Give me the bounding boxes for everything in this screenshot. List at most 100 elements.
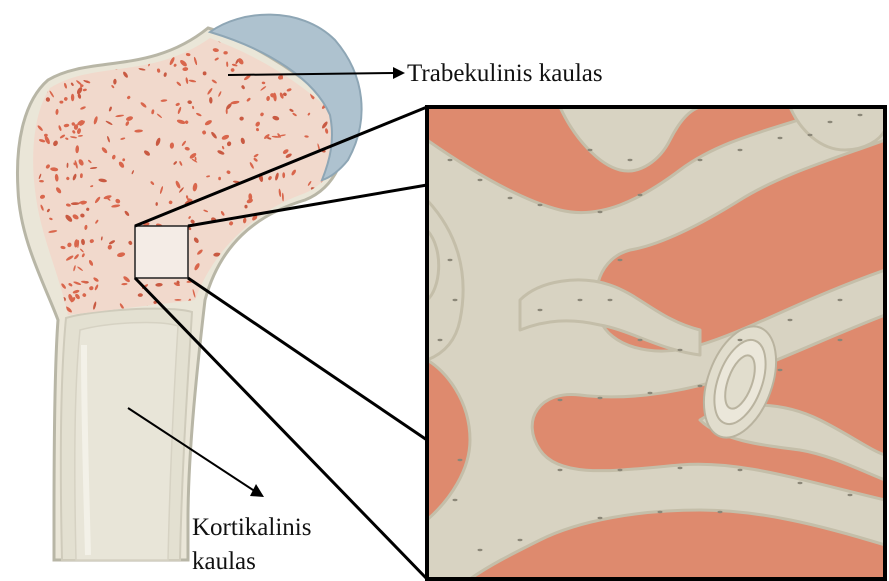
osteocyte-dot: [478, 179, 483, 181]
osteocyte-dot: [718, 511, 723, 513]
marrow-speckle: [61, 43, 68, 50]
marrow-speckle: [86, 37, 95, 45]
cortical-bone-label-line2: kaulas: [192, 549, 256, 574]
marrow-speckle: [222, 276, 231, 281]
osteocyte-dot: [438, 339, 443, 341]
osteocyte-dot: [618, 259, 623, 261]
marrow-speckle: [273, 292, 280, 299]
osteocyte-dot: [628, 159, 633, 161]
osteocyte-dot: [518, 539, 523, 541]
marrow-speckle: [250, 314, 256, 318]
marrow-speckle: [49, 54, 58, 62]
marrow-speckle: [274, 284, 276, 288]
osteocyte-dot: [598, 397, 603, 399]
marrow-speckle: [310, 262, 314, 266]
marrow-speckle: [290, 304, 295, 310]
marrow-speckle: [298, 284, 303, 292]
marrow-speckle: [276, 292, 284, 300]
marrow-speckle: [334, 299, 341, 305]
osteocyte-dot: [558, 469, 563, 471]
marrow-speckle: [303, 302, 310, 308]
marrow-speckle: [231, 301, 236, 306]
marrow-speckle: [332, 219, 338, 227]
marrow-speckle: [92, 39, 96, 42]
marrow-speckle: [242, 238, 245, 247]
osteocyte-dot: [788, 319, 793, 321]
marrow-speckle: [285, 313, 290, 318]
osteocyte-dot: [598, 517, 603, 519]
osteocyte-dot: [698, 385, 703, 387]
trabecular-arrowhead: [393, 67, 405, 79]
marrow-speckle: [274, 236, 279, 241]
osteocyte-dot: [453, 499, 458, 501]
osteocyte-dot: [458, 459, 463, 461]
marrow-speckle: [137, 46, 141, 50]
marrow-speckle: [262, 257, 269, 262]
osteocyte-dot: [448, 159, 453, 161]
marrow-speckle: [326, 259, 333, 267]
marrow-speckle: [48, 45, 54, 54]
marrow-speckle: [75, 39, 82, 48]
osteocyte-dot: [658, 511, 663, 513]
marrow-speckle: [241, 298, 245, 302]
marrow-speckle: [259, 241, 262, 246]
marrow-speckle: [83, 53, 87, 57]
marrow-speckle: [115, 41, 121, 50]
marrow-speckle: [270, 295, 275, 300]
marrow-speckle: [238, 302, 242, 306]
marrow-speckle: [174, 299, 181, 301]
marrow-speckle: [321, 290, 327, 295]
zoomed-trabecular-view: [427, 100, 885, 579]
marrow-speckle: [55, 49, 61, 56]
osteocyte-dot: [598, 211, 603, 213]
osteocyte-dot: [453, 299, 458, 301]
marrow-speckle: [65, 57, 70, 65]
marrow-speckle: [43, 58, 48, 64]
marrow-speckle: [332, 247, 341, 251]
marrow-speckle: [282, 313, 290, 319]
marrow-speckle: [264, 296, 269, 302]
osteocyte-dot: [778, 137, 783, 139]
marrow-speckle: [319, 309, 323, 315]
osteocyte-dot: [738, 149, 743, 151]
marrow-speckle: [309, 229, 315, 238]
marrow-speckle: [328, 288, 332, 293]
inset-box: [135, 226, 188, 278]
marrow-speckle: [119, 39, 123, 42]
marrow-speckle: [324, 268, 329, 273]
marrow-speckle: [63, 58, 67, 61]
osteocyte-dot: [738, 339, 743, 341]
osteocyte-dot: [508, 197, 513, 199]
marrow-speckle: [280, 253, 285, 256]
marrow-speckle: [203, 71, 207, 75]
marrow-speckle: [284, 252, 288, 258]
marrow-speckle: [273, 213, 282, 220]
marrow-speckle: [38, 311, 44, 317]
osteocyte-dot: [638, 194, 643, 196]
marrow-speckle: [87, 44, 95, 53]
cortical-bone-label-line1: Kortikalinis: [192, 515, 311, 540]
marrow-speckle: [271, 232, 276, 237]
osteocyte-dot: [448, 259, 453, 261]
marrow-speckle: [68, 56, 76, 60]
osteocyte-dot: [678, 467, 683, 469]
marrow-speckle: [235, 281, 241, 287]
marrow-speckle: [315, 219, 320, 227]
osteocyte-dot: [608, 299, 613, 301]
marrow-speckle: [304, 244, 310, 249]
osteocyte-dot: [578, 299, 583, 301]
marrow-speckle: [328, 277, 333, 282]
osteocyte-dot: [838, 299, 843, 301]
osteocyte-dot: [588, 149, 593, 151]
marrow-speckle: [235, 259, 242, 265]
marrow-speckle: [275, 252, 282, 260]
marrow-speckle: [301, 221, 308, 229]
marrow-speckle: [251, 283, 258, 287]
zoom-line-bottom2: [188, 278, 427, 440]
osteocyte-dot: [778, 369, 783, 371]
marrow-speckle: [243, 236, 247, 239]
marrow-speckle: [83, 38, 88, 44]
marrow-speckle: [289, 272, 293, 278]
marrow-speckle: [325, 223, 330, 229]
